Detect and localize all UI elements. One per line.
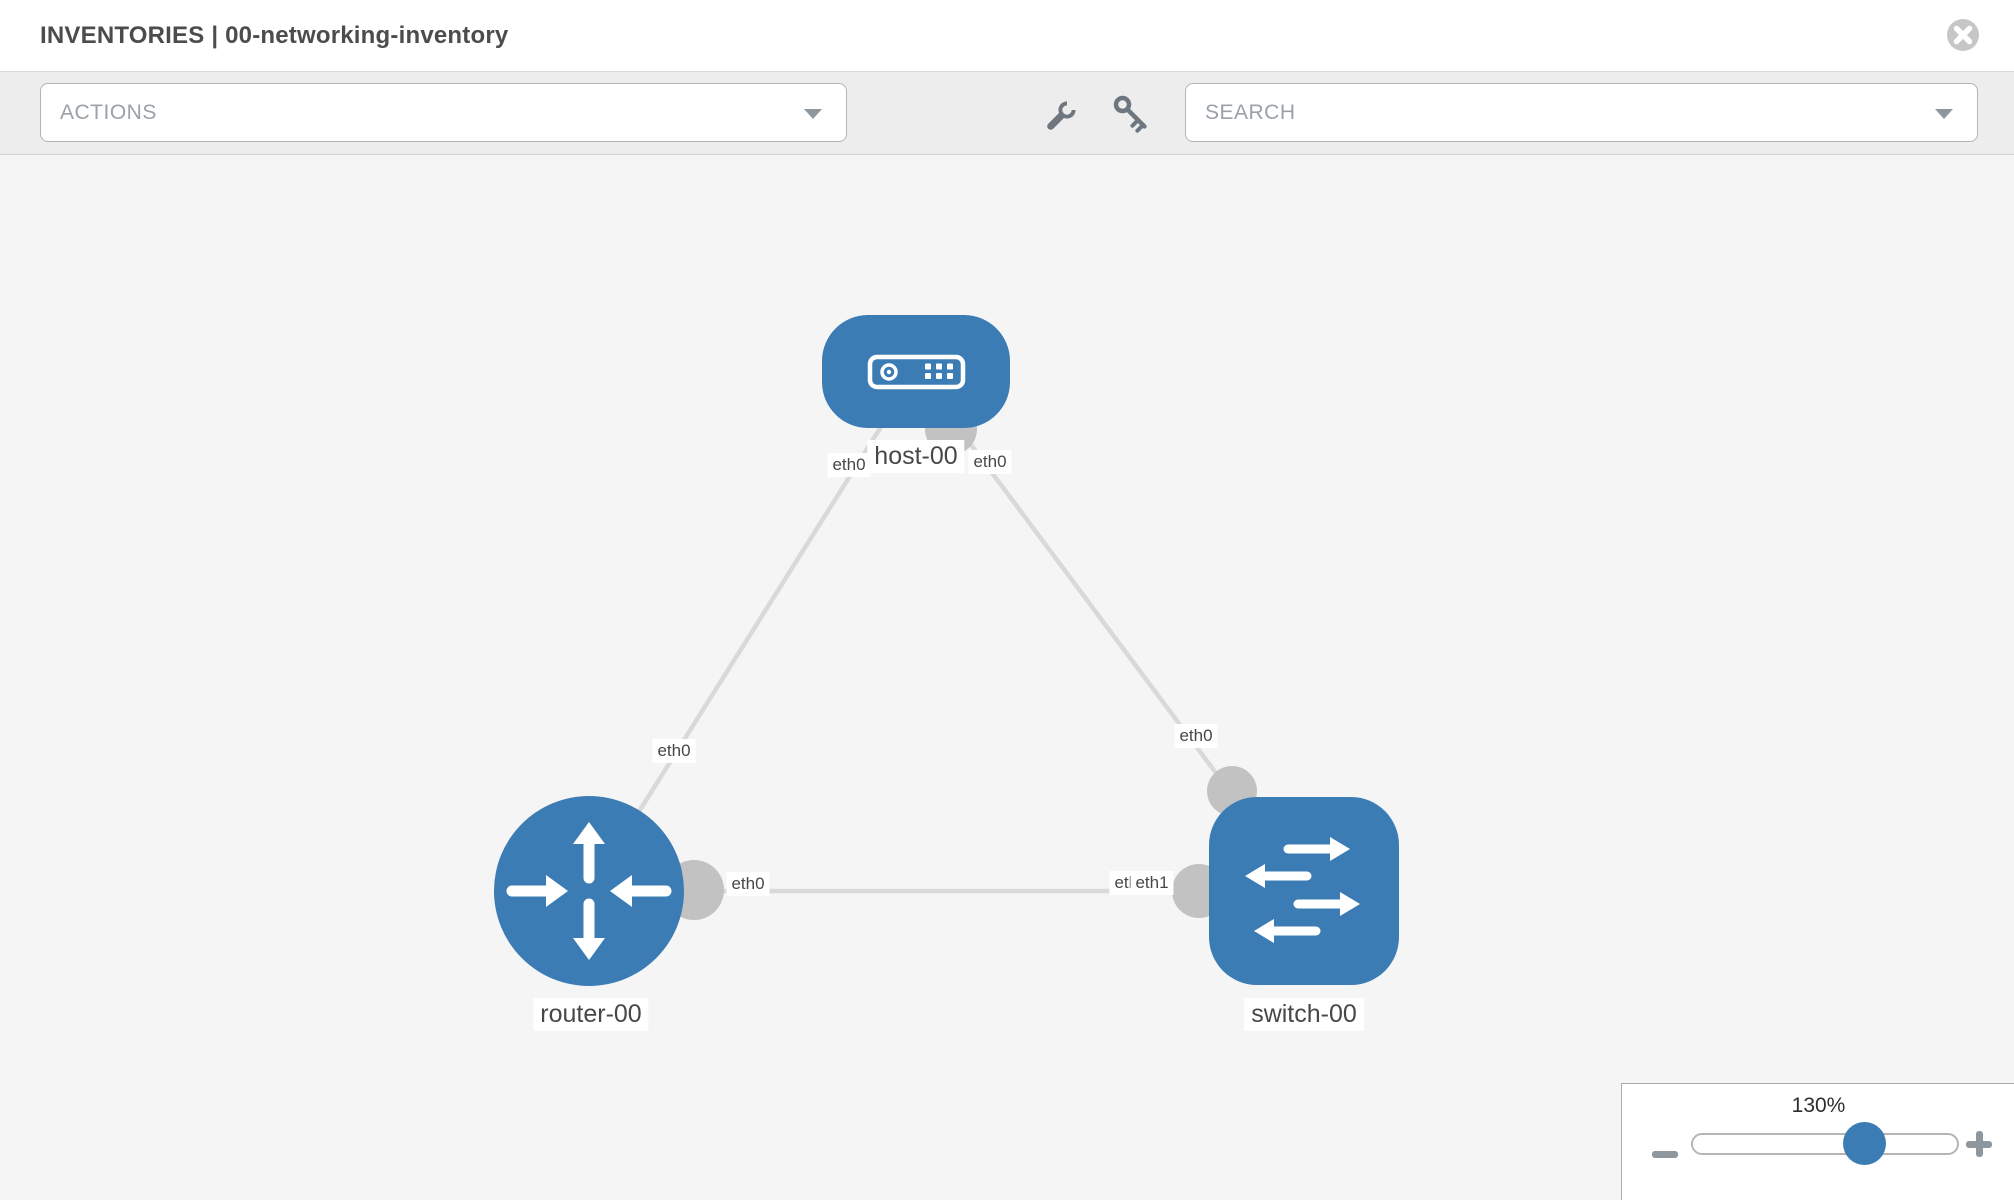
minus-icon [1652,1151,1678,1158]
zoom-in-button[interactable] [1965,1130,1993,1158]
node-label-switch: switch-00 [1244,998,1364,1031]
host-icon [867,354,966,390]
router-icon [506,822,672,960]
close-button[interactable] [1946,18,1980,52]
interface-label: eth0 [827,453,871,477]
interface-label: eth0 [652,739,696,763]
zoom-out-button[interactable] [1651,1140,1679,1168]
switch-icon [1245,837,1360,943]
zoom-panel: 130% [1621,1083,2014,1200]
interface-label: eth0 [968,450,1012,474]
zoom-level: 130% [1791,1094,1846,1117]
chevron-down-icon [1935,108,1953,119]
interface-label: eth0 [1174,724,1218,748]
node-label-host: host-00 [867,440,965,473]
zoom-slider-knob[interactable] [1843,1122,1886,1165]
node-label-router: router-00 [533,998,649,1031]
key-button[interactable] [1103,86,1159,142]
node-host-00[interactable] [822,315,1010,428]
actions-label: ACTIONS [60,100,157,124]
page-title: INVENTORIES | 00-networking-inventory [40,21,509,49]
node-router-00[interactable] [494,796,684,986]
interface-label: eth0 [726,872,770,896]
chevron-down-icon [804,108,822,119]
zoom-slider-track[interactable] [1691,1133,1959,1155]
x-circle-icon [1947,19,1979,51]
wrench-icon [1047,101,1076,130]
node-switch-00[interactable] [1209,797,1399,985]
key-icon [1113,95,1147,133]
page-header: INVENTORIES | 00-networking-inventory [0,0,2014,72]
interface-label: eth1 [1130,871,1174,895]
toolbar: ACTIONS SEARCH [0,72,2014,155]
search-placeholder: SEARCH [1205,100,1296,124]
actions-dropdown[interactable]: ACTIONS [40,83,847,142]
wrench-button[interactable] [1039,86,1095,142]
search-dropdown[interactable]: SEARCH [1185,83,1978,142]
